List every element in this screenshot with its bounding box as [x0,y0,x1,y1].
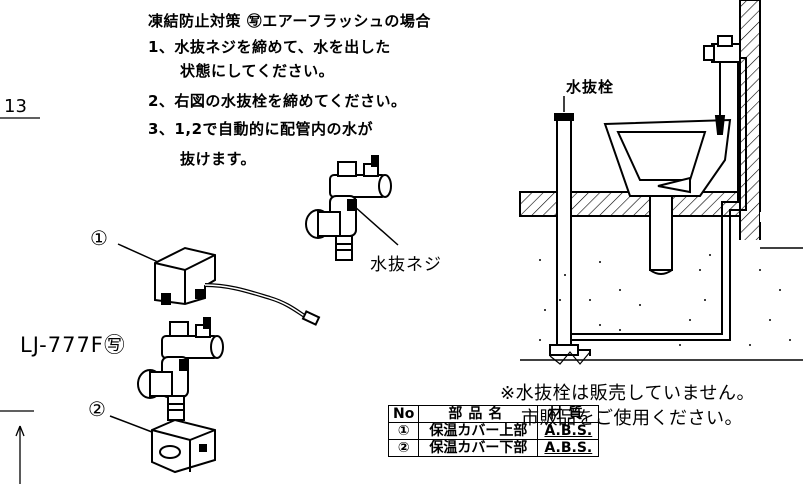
header-name: 部品名 [418,405,539,423]
instruction-step-3-line-2: 抜けます。 [180,150,257,168]
header-material: 材質 [537,405,600,423]
instruction-step-3-line-1: 3、1,2で自動的に配管内の水が [148,120,374,138]
parts-table-header: No 部品名 材質 [387,405,600,423]
table-row: ② 保温カバー下部 A.B.S. [387,439,600,457]
instruction-step-1-line-2: 状態にしてください。 [180,62,335,80]
page-marker [0,117,40,484]
callout2-leader [109,415,153,433]
callout-2-marker: ② [88,397,106,421]
header-no: No [387,405,420,423]
valve-lower-illustration [137,317,224,421]
callout-1-marker: ① [90,226,108,250]
model-label: LJ-777F㊢ [20,333,126,357]
instructions-title: 凍結防止対策 ㊢エアーフラッシュの場合 [148,12,431,30]
instruction-step-2: 2、右図の水抜栓を締めてください。 [148,92,407,110]
installation-section [519,0,803,365]
row-no: ① [387,422,420,440]
page-number: 13 [4,96,27,117]
drain-screw-label: 水抜ネジ [370,255,442,275]
row-name: 保温カバー下部 [418,439,539,457]
cover-lower-illustration [151,418,216,474]
callout1-leader [117,243,159,263]
parts-table: No 部品名 材質 ① 保温カバー上部 A.B.S. ② 保温カバー下部 A.B… [387,405,600,457]
table-row: ① 保温カバー上部 A.B.S. [387,422,600,440]
soil-texture [539,254,791,346]
row-no: ② [387,439,420,457]
note-line-1: ※水抜栓は販売していません。 [500,383,756,404]
instruction-step-1-line-1: 1、水抜ネジを締めて、水を出した [148,38,391,56]
row-material: A.B.S. [537,439,600,457]
cover-upper-illustration [154,246,321,326]
row-material: A.B.S. [537,422,600,440]
drain-screw-leader [353,205,399,246]
drain-cock-label: 水抜栓 [566,78,615,96]
row-name: 保温カバー上部 [418,422,539,440]
valve-upper-illustration [305,155,392,261]
